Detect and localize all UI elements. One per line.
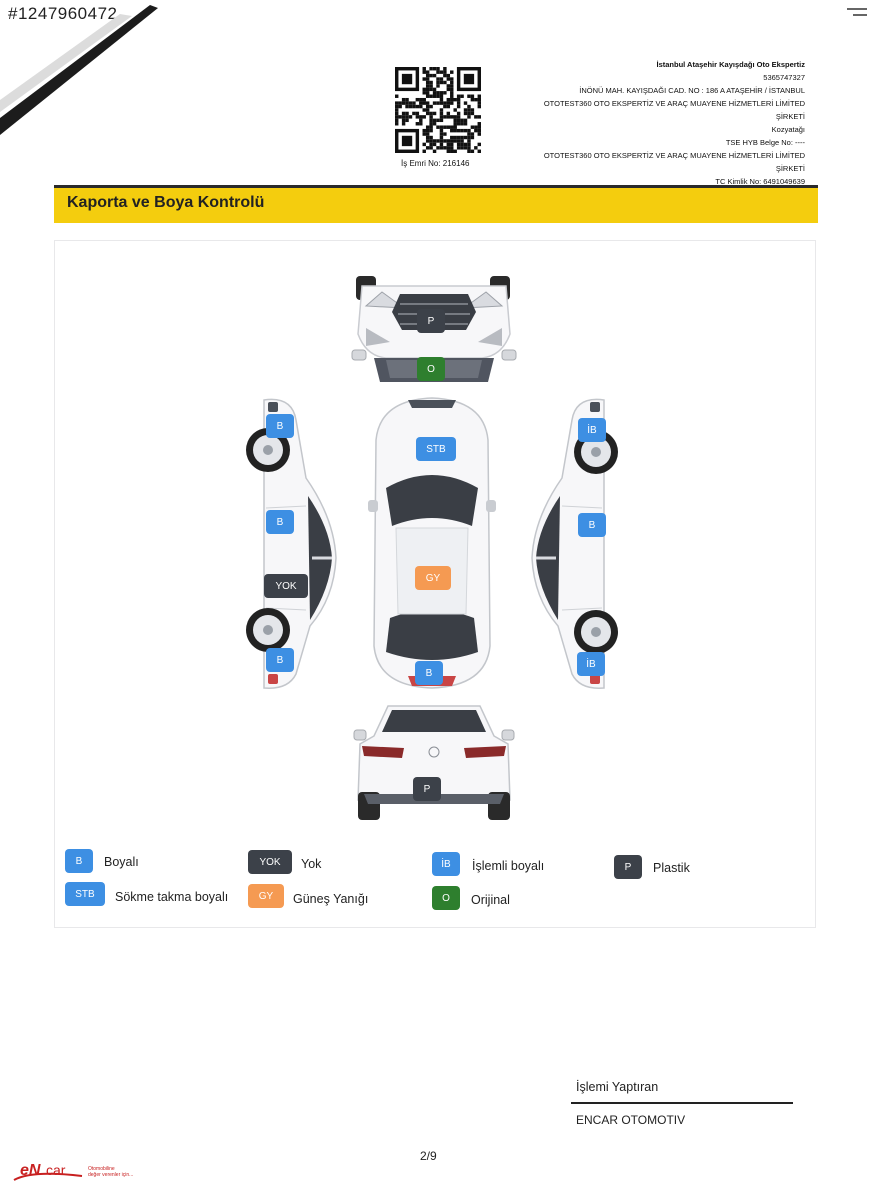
legend-label-gunes-yanigi: Güneş Yanığı: [293, 892, 369, 906]
signer-label: İşlemi Yaptıran: [576, 1080, 659, 1094]
section-title: Kaporta ve Boya Kontrolü: [67, 194, 265, 211]
company-line: ŞİRKETİ: [775, 112, 805, 121]
svg-text:car: car: [46, 1162, 66, 1178]
legend-swatch-yok: YOK: [248, 850, 292, 874]
document-id: #1247960472: [8, 4, 118, 23]
page-number: 2/9: [420, 1149, 437, 1163]
scan-edge-marks: [847, 8, 867, 16]
part-roof: GY: [415, 566, 451, 590]
part-front-hood: O: [417, 357, 445, 381]
legend-label-sokme-takma-boyali: Sökme takma boyalı: [115, 890, 229, 904]
encar-logo: eN car: [13, 1162, 83, 1181]
legend-swatch-sokme-takma-boyali: STB: [65, 882, 105, 906]
part-left-rear-door: YOK: [264, 574, 308, 598]
part-right-front-door: B: [578, 513, 606, 537]
work-order-number: İş Emri No: 216146: [401, 159, 470, 168]
legend-label-yok: Yok: [301, 857, 322, 871]
company-line: OTOTEST360 OTO EKSPERTİZ VE ARAÇ MUAYENE…: [543, 151, 805, 160]
company-line: İstanbul Ataşehir Kayışdağı Oto Eksperti…: [656, 60, 805, 69]
section-header: Kaporta ve Boya Kontrolü: [54, 185, 818, 223]
company-line: ŞİRKETİ: [775, 164, 805, 173]
company-line: TC Kimlik No: 6491049639: [715, 177, 805, 186]
part-left-front-door: B: [266, 510, 294, 534]
signer-name: ENCAR OTOMOTIV: [576, 1113, 686, 1127]
legend-swatch-gunes-yanigi: GY: [248, 884, 284, 908]
company-line: TSE HYB Belge No: ----: [725, 138, 805, 147]
car-right-side-view: [531, 398, 618, 689]
car-front-view: [351, 276, 517, 382]
qr-code: [395, 67, 481, 153]
company-info: İstanbul Ataşehir Kayışdağı Oto Eksperti…: [505, 58, 805, 188]
company-line: 5365747327: [763, 73, 805, 82]
legend-swatch-plastik: P: [614, 855, 642, 879]
company-line: İNÖNÜ MAH. KAYIŞDAĞI CAD. NO : 186 A ATA…: [579, 86, 805, 95]
legend-label-plastik: Plastik: [653, 861, 690, 875]
scan-corner-mark: [0, 5, 158, 135]
legend-swatch-orijinal: O: [432, 886, 460, 910]
car-left-side-view: [246, 398, 337, 689]
company-line: OTOTEST360 OTO EKSPERTİZ VE ARAÇ MUAYENE…: [543, 99, 805, 108]
part-right-rear-fender: İB: [577, 652, 605, 676]
legend-swatch-islemli-boyali: İB: [432, 852, 460, 876]
car-rear-view: [353, 705, 515, 820]
part-rear-bumper: P: [413, 777, 441, 801]
part-left-rear-fender: B: [266, 648, 294, 672]
legend-label-orijinal: Orijinal: [471, 893, 510, 907]
svg-text:eN: eN: [20, 1162, 41, 1179]
part-hood: STB: [416, 437, 456, 461]
part-trunk: B: [415, 661, 443, 685]
company-line: Kozyatağı: [771, 125, 805, 134]
car-top-view: [368, 397, 496, 689]
legend-label-islemli-boyali: İşlemli boyalı: [472, 859, 545, 873]
part-left-front-fender: B: [266, 414, 294, 438]
part-front-bumper: P: [417, 309, 445, 333]
legend-swatch-boyali: B: [65, 849, 93, 873]
signature-line: [571, 1102, 793, 1104]
part-right-front-fender: İB: [578, 418, 606, 442]
legend-label-boyali: Boyalı: [104, 855, 139, 869]
encar-tagline: Otomobiline değer verenler için...: [88, 1166, 134, 1178]
